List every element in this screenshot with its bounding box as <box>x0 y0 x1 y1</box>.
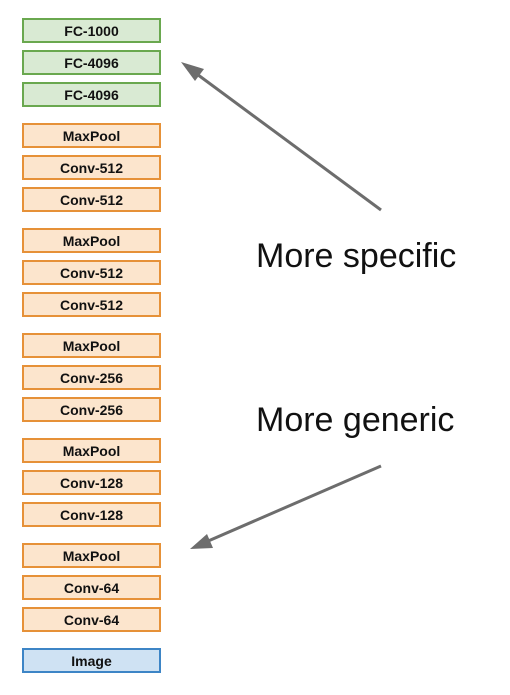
layer-maxpool: MaxPool <box>22 228 161 253</box>
layer-maxpool: MaxPool <box>22 543 161 568</box>
layer-conv-512: Conv-512 <box>22 260 161 285</box>
arrow-to-generic-layers <box>198 464 382 547</box>
arrowhead-specific <box>181 62 204 81</box>
layer-fc-1000: FC-1000 <box>22 18 161 43</box>
layer-conv-256: Conv-256 <box>22 397 161 422</box>
layer-fc-4096: FC-4096 <box>22 82 161 107</box>
layer-image: Image <box>22 648 161 673</box>
layer-conv-128: Conv-128 <box>22 502 161 527</box>
layer-conv-256: Conv-256 <box>22 365 161 390</box>
layer-conv-512: Conv-512 <box>22 187 161 212</box>
layer-conv-64: Conv-64 <box>22 607 161 632</box>
layer-maxpool: MaxPool <box>22 333 161 358</box>
layer-maxpool: MaxPool <box>22 123 161 148</box>
layer-conv-64: Conv-64 <box>22 575 161 600</box>
layer-maxpool: MaxPool <box>22 438 161 463</box>
arrowhead-generic <box>190 534 213 549</box>
layer-conv-512: Conv-512 <box>22 292 161 317</box>
arrow-to-specific-layers <box>185 64 382 212</box>
caption-more-generic: More generic <box>256 401 455 439</box>
layer-conv-128: Conv-128 <box>22 470 161 495</box>
layer-fc-4096: FC-4096 <box>22 50 161 75</box>
caption-more-specific: More specific <box>256 237 457 275</box>
layer-conv-512: Conv-512 <box>22 155 161 180</box>
